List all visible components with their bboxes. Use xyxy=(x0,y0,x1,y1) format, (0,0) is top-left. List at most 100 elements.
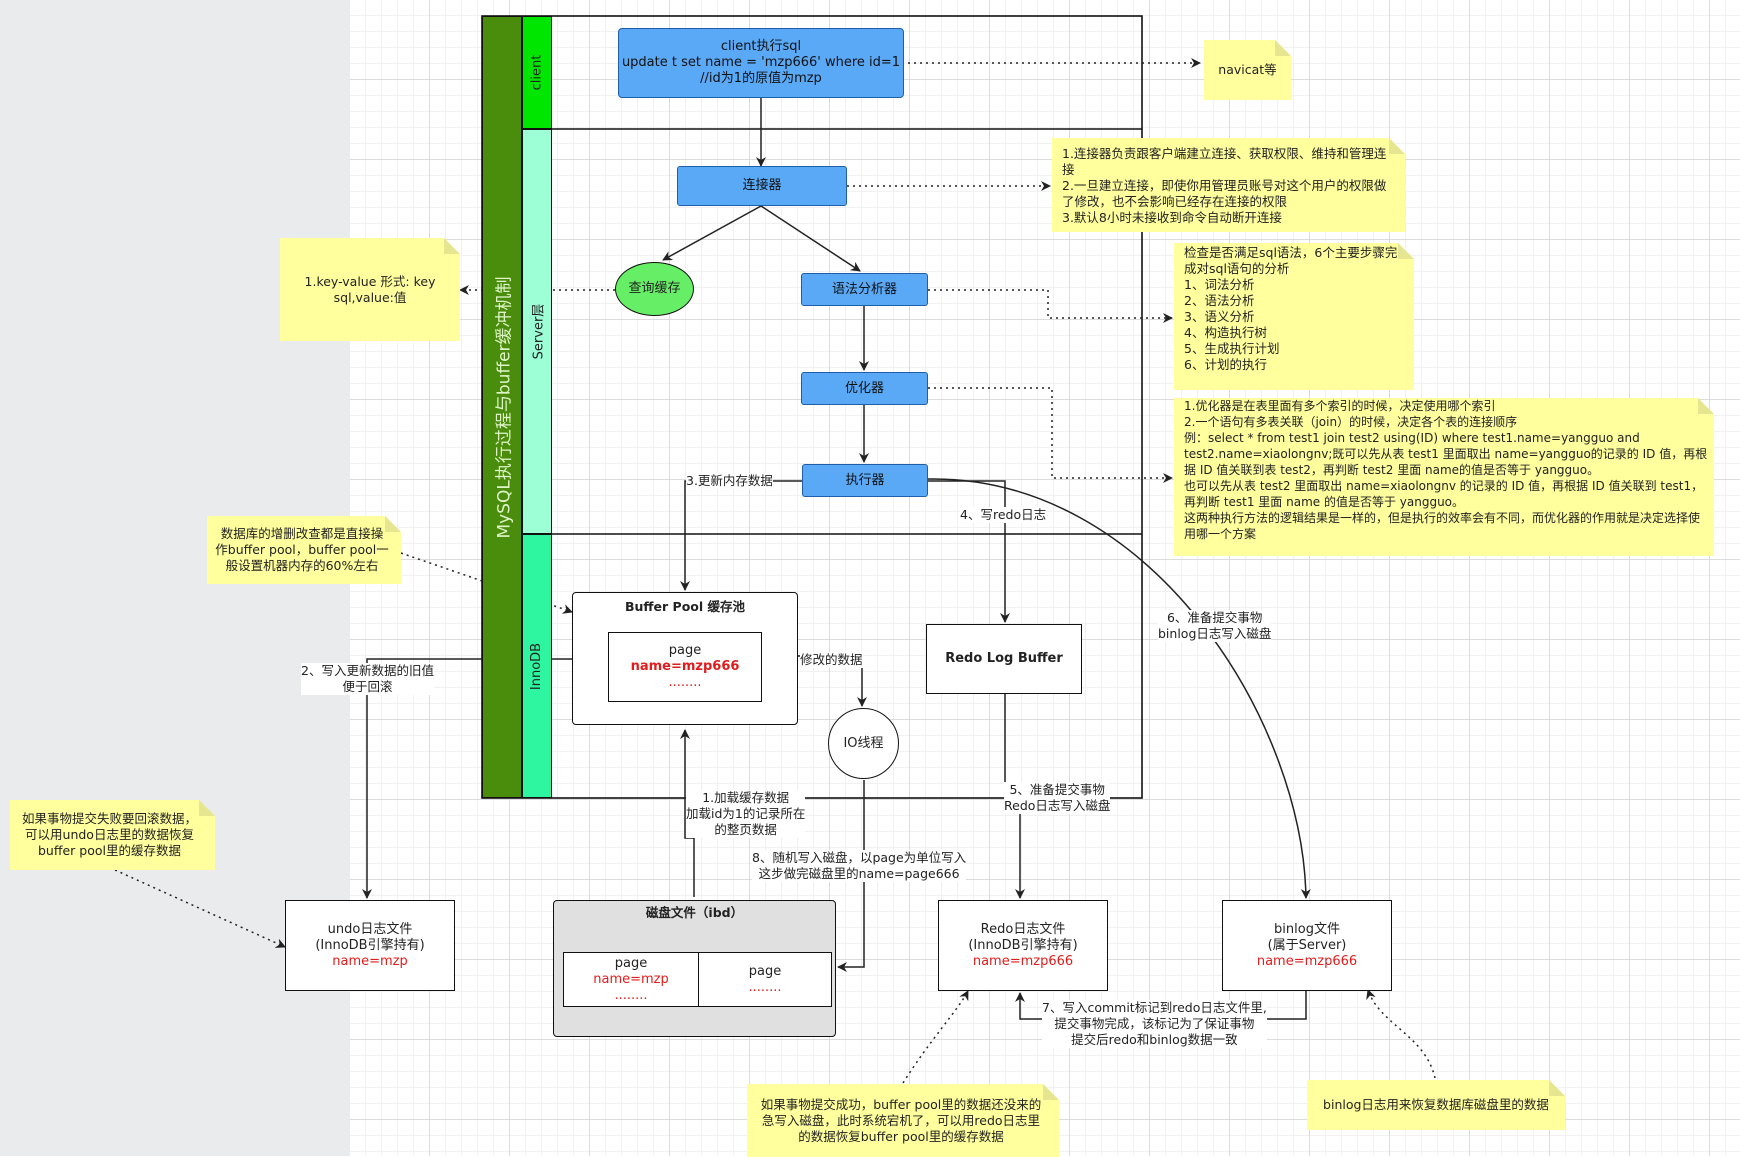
optimizer-note-line3: 例：select * from test1 join test2 using(I… xyxy=(1184,431,1708,477)
navicat-label: navicat等 xyxy=(1218,62,1277,77)
edge-connector-parser xyxy=(760,205,861,272)
parser-note-line2: 1、词法分析 xyxy=(1184,277,1255,292)
query-cache-label: 查询缓存 xyxy=(628,281,681,296)
io-thread-node[interactable]: IO线程 xyxy=(828,708,899,779)
disk-page1-dots: ........ xyxy=(614,987,648,1003)
connector-label: 连接器 xyxy=(742,178,782,193)
client-lane-label: client xyxy=(529,54,545,91)
step8-line2: 这步做完磁盘里的name=page666 xyxy=(758,866,960,881)
parser-note-line6: 5、生成执行计划 xyxy=(1184,341,1280,356)
navicat-note: navicat等 xyxy=(1204,40,1291,100)
undo-log-file-box[interactable]: undo日志文件 (InnoDB引擎持有) name=mzp xyxy=(285,900,455,991)
step6-label: 6、准备提交事物 binlog日志写入磁盘 xyxy=(1158,610,1272,642)
client-lane-header: client xyxy=(522,16,552,129)
buffer-pool-note-text: 数据库的增删改查都是直接操作buffer pool，buffer pool一般设… xyxy=(215,526,389,573)
buffer-pool-note: 数据库的增删改查都是直接操作buffer pool，buffer pool一般设… xyxy=(207,516,401,584)
undo-file-value: name=mzp xyxy=(332,953,408,969)
outer-lane: MySQL执行过程与buffer缓冲机制 xyxy=(482,16,522,798)
step6-line2: binlog日志写入磁盘 xyxy=(1158,626,1272,641)
redo-log-buffer-box[interactable]: Redo Log Buffer xyxy=(926,624,1082,694)
connector-note: 1.连接器负责跟客户端建立连接、获取权限、维持和管理连接 2.一旦建立连接，即使… xyxy=(1052,138,1405,232)
edge-step8 xyxy=(837,780,865,972)
step6-line1: 6、准备提交事物 xyxy=(1166,610,1263,625)
step5-line2: Redo日志写入磁盘 xyxy=(1004,798,1111,813)
binlog-note-text: binlog日志用来恢复数据库磁盘里的数据 xyxy=(1323,1097,1549,1112)
step7-label: 7、写入commit标记到redo日志文件里, 提交事物完成，该标记为了保证事物… xyxy=(1042,1000,1267,1048)
undo-note: 如果事物提交失败要回滚数据，可以用undo日志里的数据恢复buffer pool… xyxy=(10,800,215,870)
optimizer-box[interactable]: 优化器 xyxy=(801,372,928,405)
step4-text: 4、写redo日志 xyxy=(960,507,1047,522)
edge-undo-note xyxy=(114,869,286,948)
buffer-pool-page: page name=mzp666 ........ xyxy=(608,632,762,702)
cache-note-text: 1.key-value 形式: key sql,value:值 xyxy=(304,273,436,305)
buffer-page-value: name=mzp666 xyxy=(630,659,740,674)
outer-lane-title: MySQL执行过程与buffer缓冲机制 xyxy=(494,275,515,539)
step5-label: 5、准备提交事物 Redo日志写入磁盘 xyxy=(1004,782,1111,814)
parser-note-line7: 6、计划的执行 xyxy=(1184,357,1267,372)
undo-note-text: 如果事物提交失败要回滚数据，可以用undo日志里的数据恢复buffer pool… xyxy=(21,811,197,858)
edge-step4 xyxy=(928,480,1010,623)
redo-file-line1: Redo日志文件 xyxy=(980,921,1066,937)
optimizer-note-line5: 这两种执行方法的逻辑结果是一样的，但是执行的效率会有不同，而优化器的作用就是决定… xyxy=(1184,511,1701,541)
edge-optimizer-note xyxy=(928,387,1173,483)
undo-file-line2: (InnoDB引擎持有) xyxy=(315,937,425,953)
buffer-page-dots: ........ xyxy=(668,675,702,690)
step5-line1: 5、准备提交事物 xyxy=(1009,782,1105,797)
redo-note-text: 如果事物提交成功，buffer pool里的数据还没来的急写入磁盘，此时系统宕机… xyxy=(760,1096,1042,1144)
parser-note-line5: 4、构造执行树 xyxy=(1184,325,1267,340)
step2-label: 2、写入更新数据的旧值 便于回滚 xyxy=(301,663,434,695)
disk-file-box[interactable]: 磁盘文件（ibd） page name=mzp ........ page ..… xyxy=(553,900,836,1037)
step7-line3: 提交后redo和binlog数据一致 xyxy=(1071,1032,1238,1047)
disk-page2-dots: ........ xyxy=(748,979,782,995)
io-thread-label: IO线程 xyxy=(843,735,884,751)
parser-note: 检查是否满足sql语法，6个主要步骤完成对sql语句的分析 1、词法分析 2、语… xyxy=(1174,243,1414,390)
step4-label: 4、写redo日志 xyxy=(960,507,1047,523)
executor-box[interactable]: 执行器 xyxy=(802,464,928,497)
parser-label: 语法分析器 xyxy=(831,281,897,297)
query-cache-node[interactable]: 查询缓存 xyxy=(615,262,694,316)
parser-note-line4: 3、语义分析 xyxy=(1184,309,1255,324)
step3-label: 3.更新内存数据 xyxy=(686,473,773,489)
buffer-pool-title: Buffer Pool 缓存池 xyxy=(624,599,746,614)
binlog-file-box[interactable]: binlog文件 (属于Server) name=mzp666 xyxy=(1222,900,1392,991)
step2-line2: 便于回滚 xyxy=(342,679,393,694)
connector-box[interactable]: 连接器 xyxy=(677,166,847,206)
binlog-note: binlog日志用来恢复数据库磁盘里的数据 xyxy=(1307,1080,1565,1130)
step8-label: 8、随机写入磁盘，以page为单位写入 这步做完磁盘里的name=page666 xyxy=(752,850,967,882)
disk-page2: page ........ xyxy=(698,952,832,1007)
edge-step3 xyxy=(680,480,802,591)
optimizer-note-line4: 也可以先从表 test2 里面取出 name=xiaolongnv 的记录的 I… xyxy=(1184,479,1704,509)
edge-step1 xyxy=(680,729,695,897)
redo-log-file-box[interactable]: Redo日志文件 (InnoDB引擎持有) name=mzp666 xyxy=(938,900,1108,991)
connector-note-line1: 1.连接器负责跟客户端建立连接、获取权限、维持和管理连接 xyxy=(1062,146,1387,177)
disk-title: 磁盘文件（ibd） xyxy=(645,905,744,920)
server-lane-label: Server层 xyxy=(531,303,547,360)
disk-page2-label: page xyxy=(748,963,782,979)
disk-page1-label: page xyxy=(614,955,648,971)
parser-box[interactable]: 语法分析器 xyxy=(801,273,928,306)
undo-file-line1: undo日志文件 xyxy=(327,921,413,937)
optimizer-note: 1.优化器是在表里面有多个索引的时候，决定使用哪个索引 2.一个语句有多表关联（… xyxy=(1174,398,1714,556)
disk-page1-value: name=mzp xyxy=(593,971,669,987)
step8-line1: 8、随机写入磁盘，以page为单位写入 xyxy=(752,850,967,865)
redo-note: 如果事物提交成功，buffer pool里的数据还没来的急写入磁盘，此时系统宕机… xyxy=(747,1084,1059,1157)
modified-data-label: 修改的数据 xyxy=(800,652,863,668)
buffer-page-label: page xyxy=(668,643,702,658)
optimizer-note-line1: 1.优化器是在表里面有多个索引的时候，决定使用哪个索引 xyxy=(1184,399,1496,413)
modified-data-text: 修改的数据 xyxy=(800,652,863,667)
client-sql-box[interactable]: client执行sql update t set name = 'mzp666'… xyxy=(618,28,904,98)
binlog-file-line2: (属于Server) xyxy=(1267,937,1347,953)
step3-text: 3.更新内存数据 xyxy=(686,473,773,488)
buffer-pool-box[interactable]: Buffer Pool 缓存池 page name=mzp666 .......… xyxy=(572,592,798,725)
step2-line1: 2、写入更新数据的旧值 xyxy=(301,663,434,678)
step1-line3: 的整页数据 xyxy=(714,822,777,837)
step1-line2: 加载id为1的记录所在 xyxy=(686,806,806,821)
edge-redo-note xyxy=(902,990,969,1084)
binlog-file-value: name=mzp666 xyxy=(1256,953,1358,969)
connector-note-line2: 2.一旦建立连接，即使你用管理员账号对这个用户的权限做了修改，也不会影响已经存在… xyxy=(1062,178,1387,209)
client-sql-line1: client执行sql xyxy=(720,39,802,54)
optimizer-label: 优化器 xyxy=(844,380,884,396)
parser-note-line3: 2、语法分析 xyxy=(1184,293,1255,308)
redo-log-buffer-label: Redo Log Buffer xyxy=(945,651,1063,666)
